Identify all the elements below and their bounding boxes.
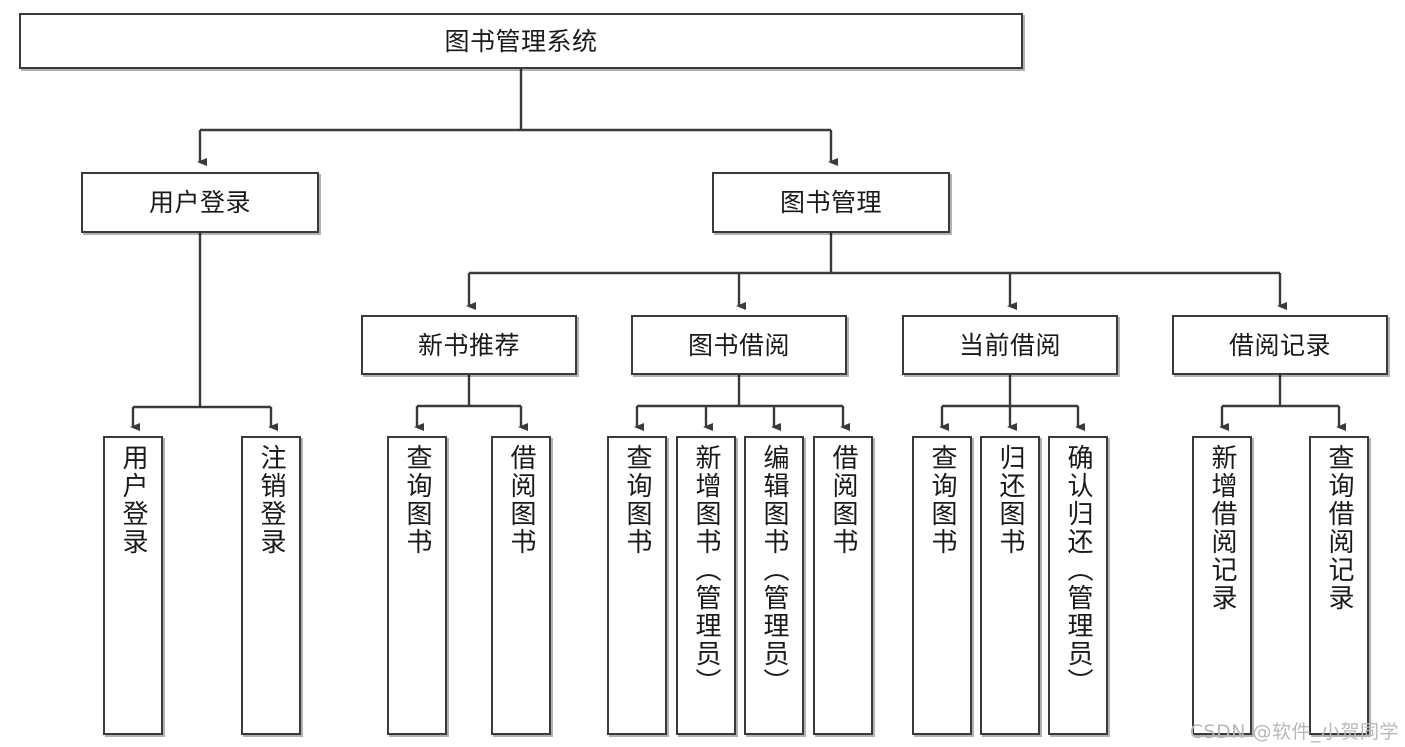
node-leaf-query-book-1[interactable]: 查询图书	[387, 436, 447, 735]
node-borrow-record-label: 借阅记录	[1228, 330, 1331, 360]
node-current-borrow-label: 当前借阅	[958, 330, 1061, 360]
csdn-watermark: CSDN @软件_小贺同学	[1189, 721, 1399, 743]
node-book-management-label: 图书管理	[779, 188, 882, 217]
node-leaf-query-book-2[interactable]: 查询图书	[607, 436, 667, 735]
node-leaf-return-book-label: 归还图书	[995, 444, 1025, 556]
node-leaf-add-book[interactable]: 新增图书（管理员）	[676, 436, 736, 735]
node-leaf-query-book-3[interactable]: 查询图书	[912, 436, 972, 735]
node-leaf-borrow-book-2[interactable]: 借阅图书	[813, 436, 873, 735]
node-leaf-query-book-2-label: 查询图书	[622, 444, 652, 556]
node-leaf-query-record[interactable]: 查询借阅记录	[1309, 436, 1369, 735]
node-leaf-add-book-label: 新增图书（管理员）	[691, 444, 721, 696]
node-borrow-record[interactable]: 借阅记录	[1172, 315, 1388, 375]
node-user-login[interactable]: 用户登录	[81, 172, 319, 233]
node-leaf-query-book-3-label: 查询图书	[927, 444, 957, 556]
node-leaf-user-logout-label: 注销登录	[256, 444, 286, 556]
node-new-book-recommend[interactable]: 新书推荐	[361, 315, 577, 375]
node-leaf-query-record-label: 查询借阅记录	[1324, 444, 1354, 612]
node-leaf-confirm-return[interactable]: 确认归还（管理员）	[1048, 436, 1108, 735]
node-user-login-label: 用户登录	[148, 188, 251, 217]
node-book-management[interactable]: 图书管理	[712, 172, 950, 233]
node-leaf-query-book-1-label: 查询图书	[402, 444, 432, 556]
node-leaf-edit-book-label: 编辑图书（管理员）	[759, 444, 789, 696]
node-leaf-borrow-book-1-label: 借阅图书	[506, 444, 536, 556]
node-leaf-user-logout[interactable]: 注销登录	[241, 436, 301, 735]
node-book-borrow-label: 图书借阅	[687, 330, 790, 360]
node-leaf-add-record-label: 新增借阅记录	[1207, 444, 1237, 612]
node-book-borrow[interactable]: 图书借阅	[631, 315, 847, 375]
node-leaf-add-record[interactable]: 新增借阅记录	[1192, 436, 1252, 735]
node-leaf-confirm-return-label: 确认归还（管理员）	[1063, 444, 1093, 696]
node-leaf-borrow-book-2-label: 借阅图书	[828, 444, 858, 556]
node-leaf-user-login[interactable]: 用户登录	[103, 436, 163, 735]
node-new-book-recommend-label: 新书推荐	[417, 330, 520, 360]
node-leaf-user-login-label: 用户登录	[118, 444, 148, 556]
node-leaf-edit-book[interactable]: 编辑图书（管理员）	[744, 436, 804, 735]
node-current-borrow[interactable]: 当前借阅	[902, 315, 1118, 375]
node-leaf-borrow-book-1[interactable]: 借阅图书	[491, 436, 551, 735]
node-leaf-return-book[interactable]: 归还图书	[980, 436, 1040, 735]
node-root-label: 图书管理系统	[444, 26, 598, 56]
node-root[interactable]: 图书管理系统	[19, 13, 1023, 69]
